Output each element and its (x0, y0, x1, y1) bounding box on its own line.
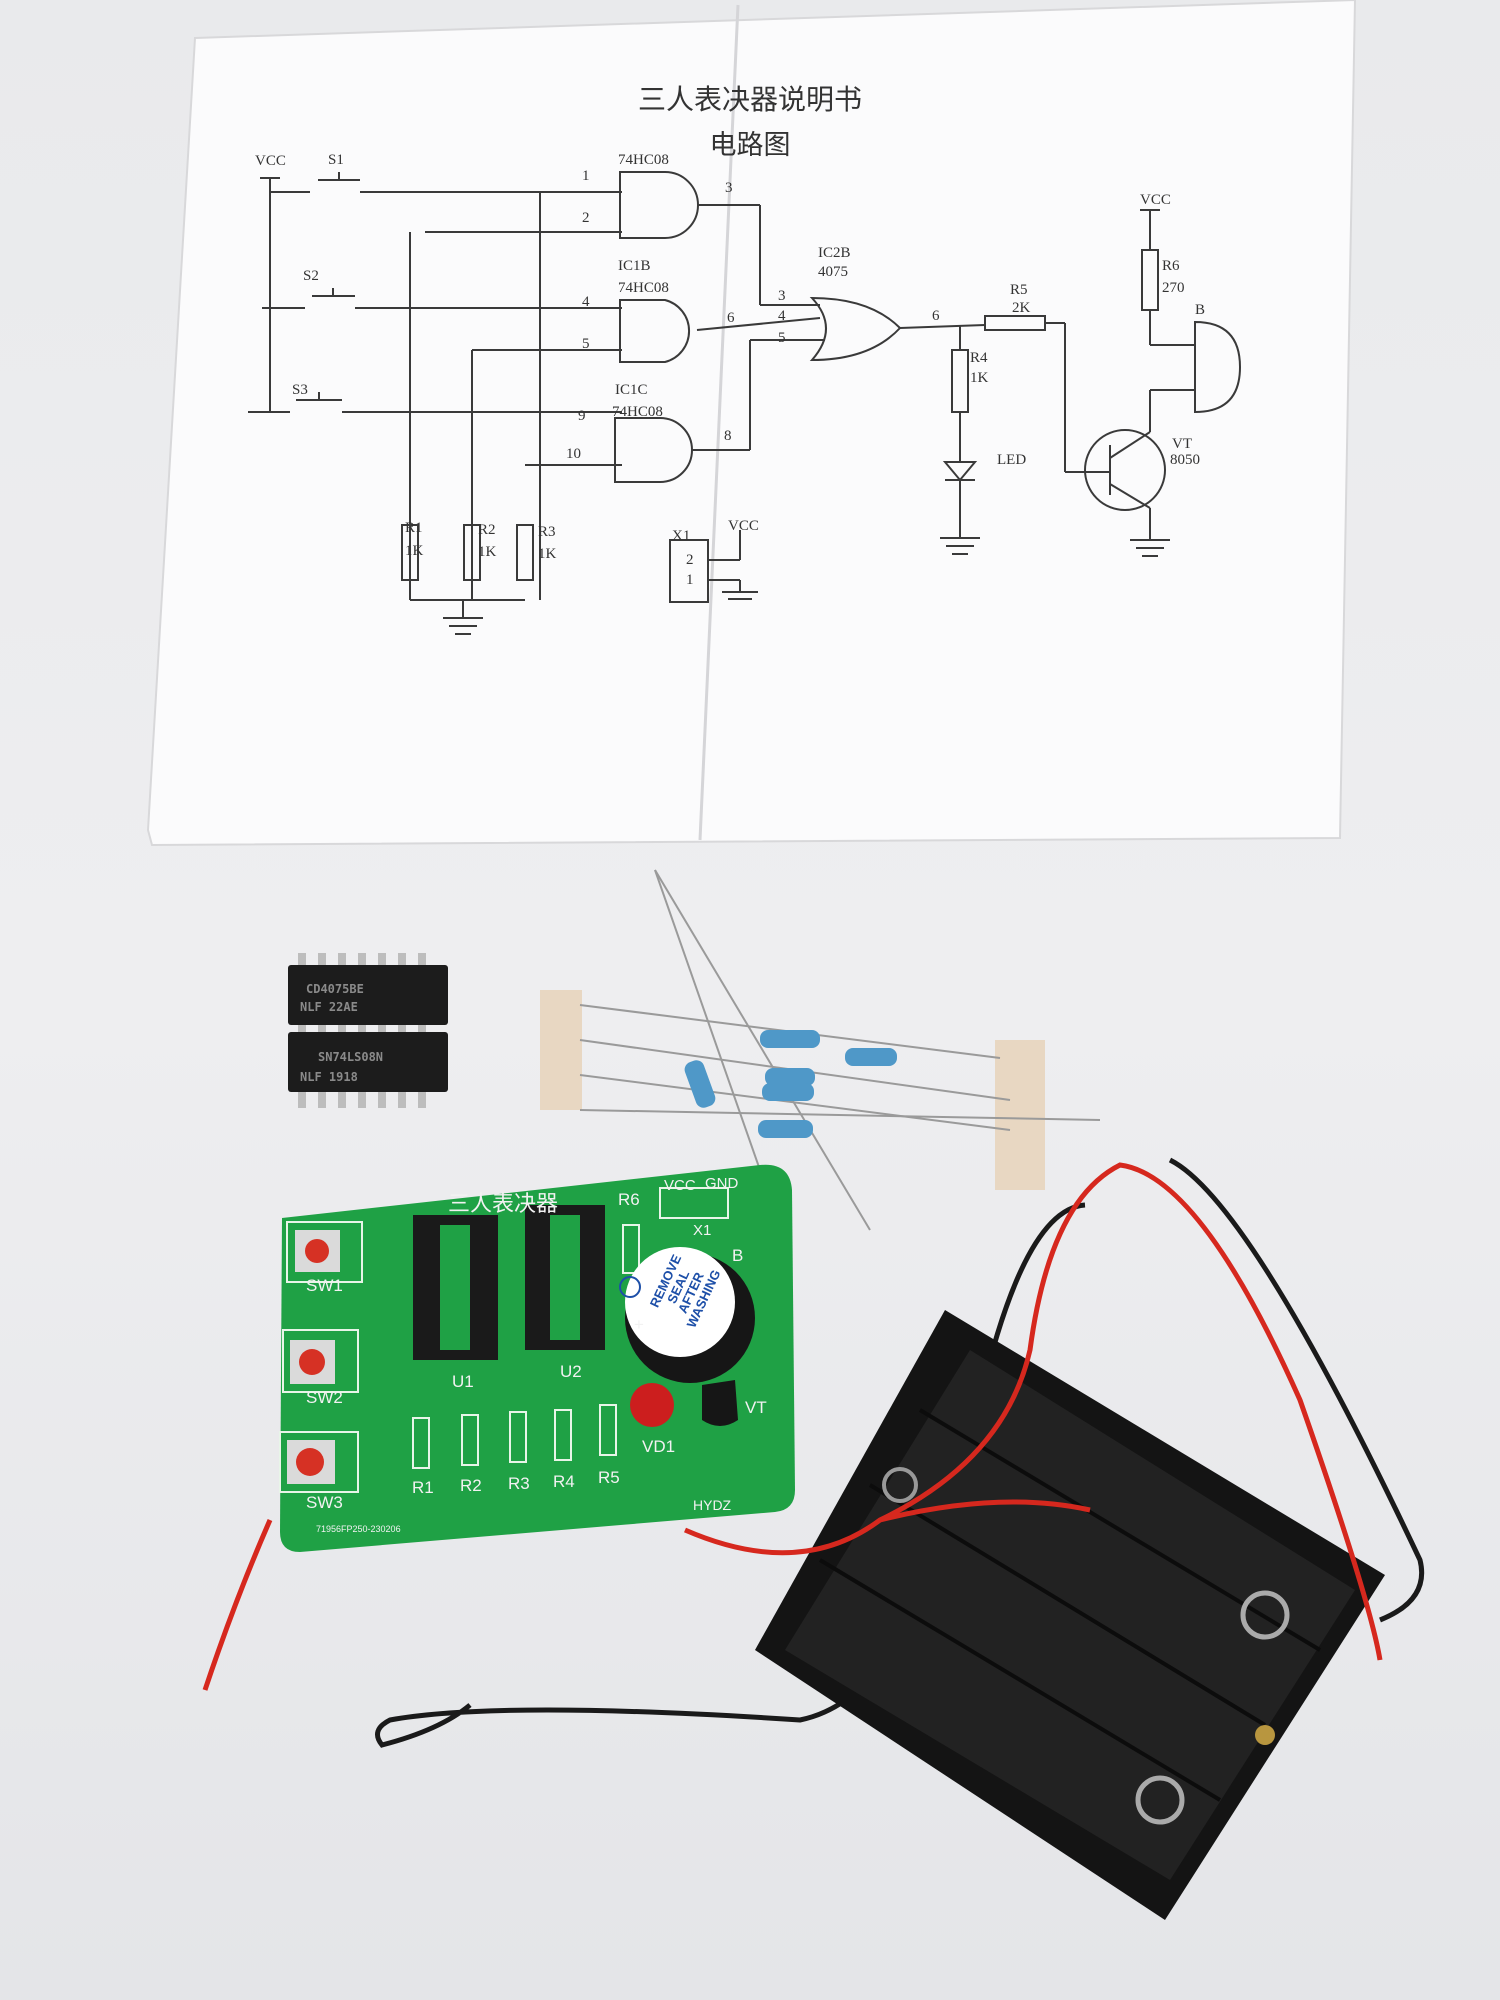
ic2b-label: 4075 (818, 264, 848, 280)
r4-label: R4 (970, 350, 988, 366)
r3-value: 1K (538, 546, 557, 562)
pcb-r2-label: R2 (460, 1476, 482, 1495)
s3-label: S3 (292, 382, 308, 398)
chip-top-line2: NLF 22AE (300, 1000, 358, 1014)
vt-label: VT (1172, 436, 1192, 452)
r1-label: R1 (405, 520, 423, 536)
pcb-gnd-label: GND (705, 1175, 739, 1192)
x1-vcc-label: VCC (728, 518, 759, 534)
pin-9-label: 9 (578, 408, 586, 424)
pcb-r5-label: R5 (598, 1468, 620, 1487)
pcb-plus-label: + (634, 1315, 644, 1334)
or-in-3-label: 3 (778, 288, 786, 304)
pcb-x1-label: X1 (693, 1222, 712, 1239)
pcb-sw1-label: SW1 (306, 1276, 343, 1295)
pcb-vd1-label: VD1 (642, 1437, 676, 1456)
chip-bottom-line2: NLF 1918 (300, 1070, 358, 1084)
chip-top-line1: CD4075BE (306, 982, 364, 996)
r2-value: 1K (478, 544, 497, 560)
pcb-r4-label: R4 (553, 1472, 575, 1491)
ic1b-name: IC1B (618, 258, 651, 274)
pin-4-label: 4 (582, 294, 590, 310)
pcb-sw2-label: SW2 (306, 1388, 343, 1407)
schematic (248, 171, 1242, 635)
ic1c-label: 74HC08 (612, 404, 663, 420)
pcb-title: 三人表决器 (448, 1192, 559, 1217)
sheet-subtitle: 电路图 (709, 130, 791, 160)
paper-fold (698, 4, 740, 841)
or-in-4-label: 4 (778, 308, 786, 324)
or-out-6-label: 6 (932, 308, 940, 324)
pin-10-label: 10 (566, 446, 581, 462)
r5-label: R5 (1010, 282, 1028, 298)
vcc-right-label: VCC (1140, 192, 1171, 208)
ic1a-label: 74HC08 (618, 152, 669, 168)
pcb-vt-label: VT (745, 1398, 767, 1417)
pcb-r1-label: R1 (412, 1478, 434, 1497)
pcb-sw3-label: SW3 (306, 1493, 343, 1512)
pcb-board (279, 1164, 795, 1552)
pin-8-label: 8 (724, 428, 732, 444)
pin-2-label: 2 (582, 210, 590, 226)
red-wire (202, 1162, 1383, 1691)
r5-value: 2K (1012, 300, 1031, 316)
pin-3-label: 3 (725, 180, 733, 196)
pcb-u1-label: U1 (452, 1372, 474, 1391)
r2-label: R2 (478, 522, 496, 538)
pcb-brand-label: HYDZ (693, 1497, 732, 1513)
pcb-r3-label: R3 (508, 1474, 530, 1493)
or-in-5-label: 5 (778, 330, 786, 346)
pin-1-label: 1 (582, 168, 590, 184)
vt-model-label: 8050 (1170, 452, 1200, 468)
pcb-b-label: B (732, 1246, 744, 1265)
buzzer-symbol-label: B (1195, 302, 1206, 318)
x1-label: X1 (672, 528, 691, 544)
led-label: LED (997, 452, 1027, 468)
r3-label: R3 (538, 524, 556, 540)
s2-label: S2 (303, 268, 319, 284)
vcc-left-label: VCC (255, 153, 286, 169)
battery-holder (755, 1310, 1385, 1920)
r4-value: 1K (970, 370, 989, 386)
sheet-title: 三人表决器说明书 (637, 85, 862, 116)
chip-bottom-line1: SN74LS08N (318, 1050, 384, 1064)
pcb-r6-label: R6 (618, 1190, 640, 1209)
pcb-u2-label: U2 (560, 1362, 582, 1381)
resistor-strip (540, 869, 1101, 1231)
r1-value: 1K (405, 543, 424, 559)
ic-chips (288, 953, 448, 1108)
r6-value: 270 (1162, 280, 1185, 296)
pcb-vcc-label: VCC (664, 1177, 696, 1194)
ic1c-name: IC1C (615, 382, 648, 398)
paper-sheet (146, 0, 1357, 847)
pcb-code-label: 71956FP250-230206 (316, 1524, 401, 1534)
x1-pin2-label: 2 (686, 552, 694, 568)
ic2b-name: IC2B (818, 245, 851, 261)
pin-6-label: 6 (727, 310, 735, 326)
ic1b-label: 74HC08 (618, 280, 669, 296)
instruction-sheet: 三人表决器说明书 电路图 (150, 28, 1350, 863)
s1-label: S1 (328, 152, 344, 168)
x1-pin1-label: 1 (686, 572, 694, 588)
pin-5-label: 5 (582, 336, 590, 352)
r6-label: R6 (1162, 258, 1180, 274)
